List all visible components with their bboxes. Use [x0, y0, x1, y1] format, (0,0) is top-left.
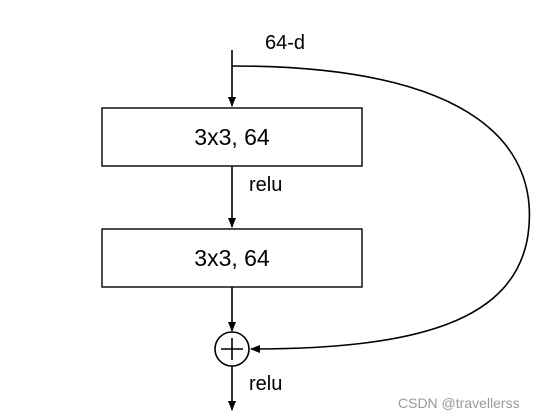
weight-layer-2-box [101, 228, 363, 288]
weight-layer-1-label: 3x3, 64 [194, 124, 270, 150]
watermark-text: CSDN @travellerss [398, 395, 520, 411]
input-dimension-label: 64-d [265, 32, 306, 54]
identity-shortcut-arrow [231, 65, 531, 353]
activation-2-label: relu [249, 373, 283, 395]
weight-layer-2-label: 3x3, 64 [194, 245, 270, 271]
activation-1-label: relu [249, 174, 283, 196]
